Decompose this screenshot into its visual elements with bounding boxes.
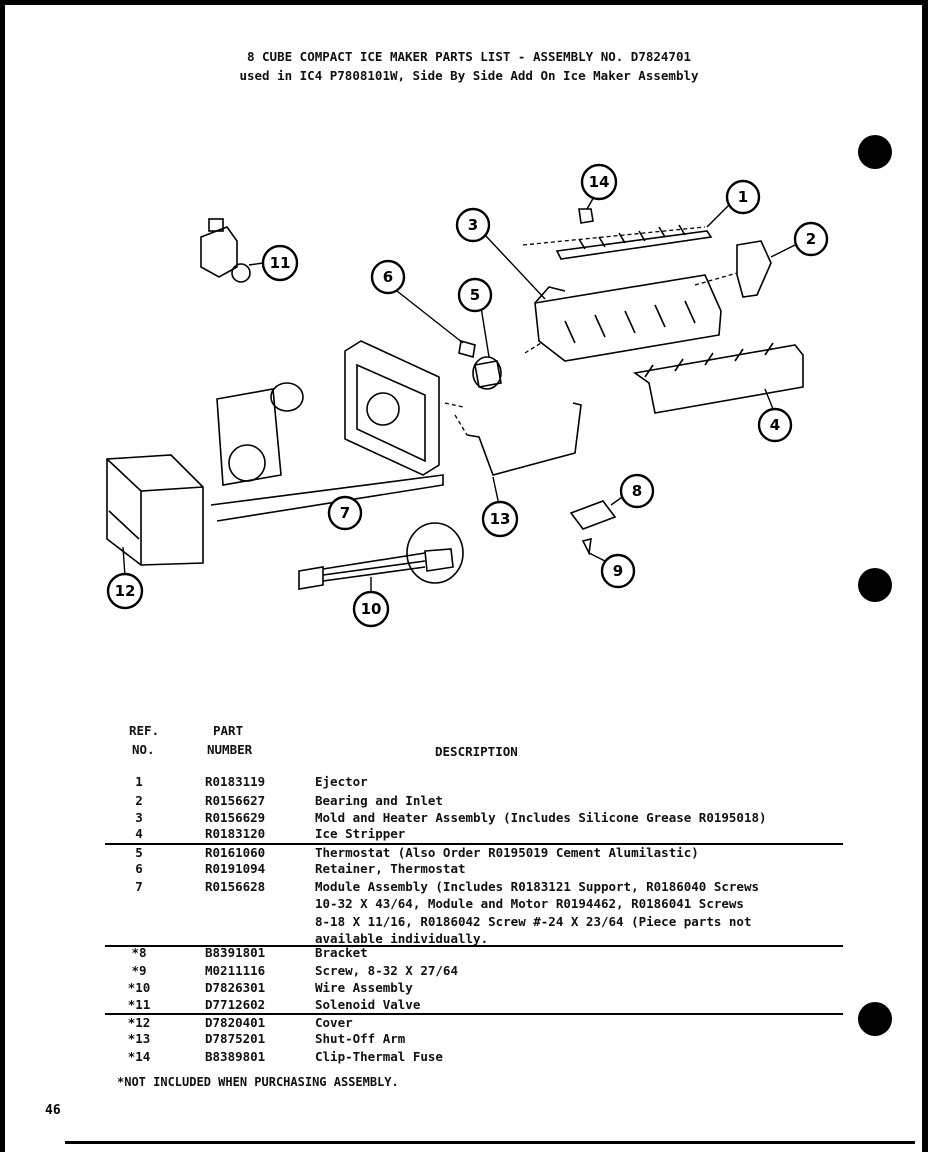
part-wire-assembly: [298, 522, 464, 597]
svg-text:4: 4: [770, 416, 780, 434]
part-header-line-2: NUMBER: [207, 742, 253, 757]
table-divider: [105, 843, 843, 845]
svg-text:14: 14: [589, 173, 610, 191]
part-mold-and-heater: [484, 234, 722, 362]
part-ejector: [522, 202, 732, 260]
svg-text:2: 2: [806, 230, 816, 248]
footnote: *NOT INCLUDED WHEN PURCHASING ASSEMBLY.: [117, 1075, 399, 1089]
exploded-parts-diagram: 1 2 3 4 5 6 7 8 9 10 11 12 13 14: [106, 163, 829, 628]
svg-text:10: 10: [361, 600, 382, 618]
callout-7: 7: [327, 495, 363, 531]
table-divider: [105, 945, 843, 947]
part-shut-off-arm: [454, 402, 582, 506]
callout-8: 8: [619, 473, 655, 509]
ref-header-line-1: REF.: [129, 723, 160, 738]
svg-text:7: 7: [340, 504, 350, 522]
callout-13: 13: [481, 500, 519, 538]
part-header-line-1: PART: [213, 723, 244, 738]
callout-2: 2: [793, 221, 829, 257]
part-bearing-and-inlet: [694, 240, 796, 298]
callout-11: 11: [261, 244, 299, 282]
part-thermostat-retainer: [396, 290, 476, 359]
description-header: DESCRIPTION: [435, 744, 518, 759]
part-solenoid-valve: [200, 218, 264, 283]
table-row-continuation: 8-18 X 11/16, R0186042 Screw #-24 X 23/6…: [315, 914, 752, 929]
part-bracket: [569, 494, 626, 530]
ref-header-line-2: NO.: [132, 742, 155, 757]
table-row-continuation: 10-32 X 43/64, Module and Motor R0194462…: [315, 896, 744, 911]
table-divider: [105, 1013, 843, 1015]
callout-5: 5: [457, 277, 493, 313]
part-module-assembly: [210, 340, 464, 522]
callout-1: 1: [725, 179, 761, 215]
callout-6: 6: [370, 259, 406, 295]
callout-9: 9: [600, 553, 636, 589]
part-screw: [581, 537, 606, 562]
bottom-edge-scan-line: [65, 1141, 915, 1144]
callout-10: 10: [352, 590, 390, 628]
binder-hole-bottom: [858, 1002, 892, 1036]
svg-text:13: 13: [490, 510, 511, 528]
title-line-2: used in IC4 P7808101W, Side By Side Add …: [239, 68, 699, 83]
svg-text:5: 5: [470, 286, 480, 304]
part-cover: [106, 454, 204, 578]
svg-text:1: 1: [738, 188, 748, 206]
callout-12: 12: [106, 572, 144, 610]
binder-hole-middle: [858, 568, 892, 602]
title-line-1: 8 CUBE COMPACT ICE MAKER PARTS LIST - AS…: [246, 49, 691, 64]
table-row-continuation: available individually.: [315, 931, 489, 946]
callout-14: 14: [580, 163, 618, 201]
part-clip-thermal-fuse: [578, 194, 596, 224]
callout-3: 3: [455, 207, 491, 243]
svg-text:9: 9: [613, 562, 623, 580]
callout-4: 4: [757, 407, 793, 443]
page-number: 46: [45, 1103, 61, 1118]
svg-text:8: 8: [632, 482, 642, 500]
part-thermostat: [472, 306, 502, 390]
svg-text:11: 11: [270, 254, 291, 272]
svg-text:6: 6: [383, 268, 393, 286]
binder-hole-top: [858, 135, 892, 169]
part-ice-stripper: [632, 342, 804, 414]
svg-text:3: 3: [468, 216, 478, 234]
svg-text:12: 12: [115, 582, 136, 600]
